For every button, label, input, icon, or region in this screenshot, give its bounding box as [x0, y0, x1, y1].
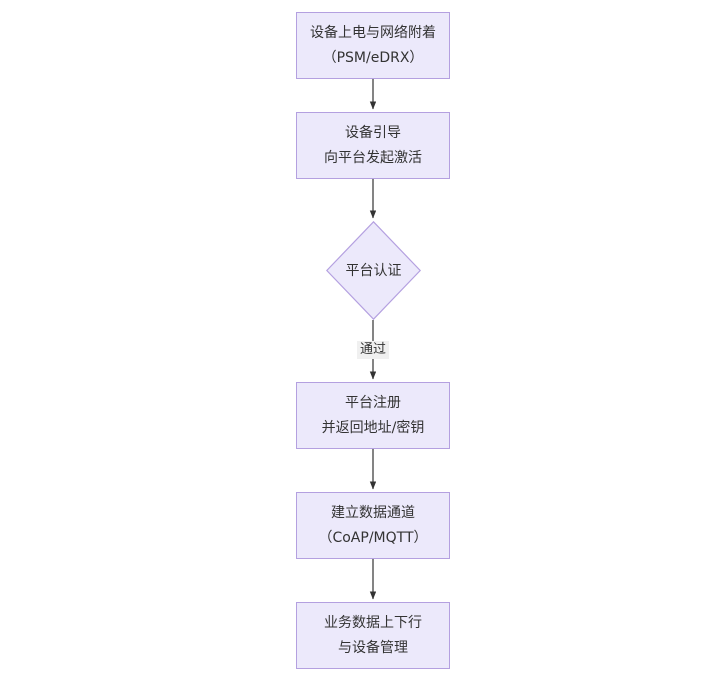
- flow-node-service-data-label: 业务数据上下行 与设备管理: [324, 614, 422, 656]
- flow-node-power-on[interactable]: 设备上电与网络附着 （PSM/eDRX）: [296, 12, 450, 79]
- flow-node-service-data[interactable]: 业务数据上下行 与设备管理: [296, 602, 450, 669]
- flow-node-data-channel[interactable]: 建立数据通道 （CoAP/MQTT）: [296, 492, 450, 559]
- flow-node-platform-register-label: 平台注册 并返回地址/密钥: [321, 394, 425, 436]
- flow-node-power-on-label: 设备上电与网络附着 （PSM/eDRX）: [310, 24, 436, 66]
- flow-node-bootstrap[interactable]: 设备引导 向平台发起激活: [296, 112, 450, 179]
- diamond-shape-icon: [326, 221, 421, 320]
- flow-node-data-channel-label: 建立数据通道 （CoAP/MQTT）: [318, 504, 428, 546]
- edge-label-pass: 通过: [357, 341, 390, 359]
- flow-node-platform-auth-label: 平台认证: [345, 262, 402, 279]
- flow-node-bootstrap-label: 设备引导 向平台发起激活: [324, 124, 422, 166]
- flow-node-platform-auth[interactable]: 平台认证: [326, 221, 421, 320]
- flow-node-platform-register[interactable]: 平台注册 并返回地址/密钥: [296, 382, 450, 449]
